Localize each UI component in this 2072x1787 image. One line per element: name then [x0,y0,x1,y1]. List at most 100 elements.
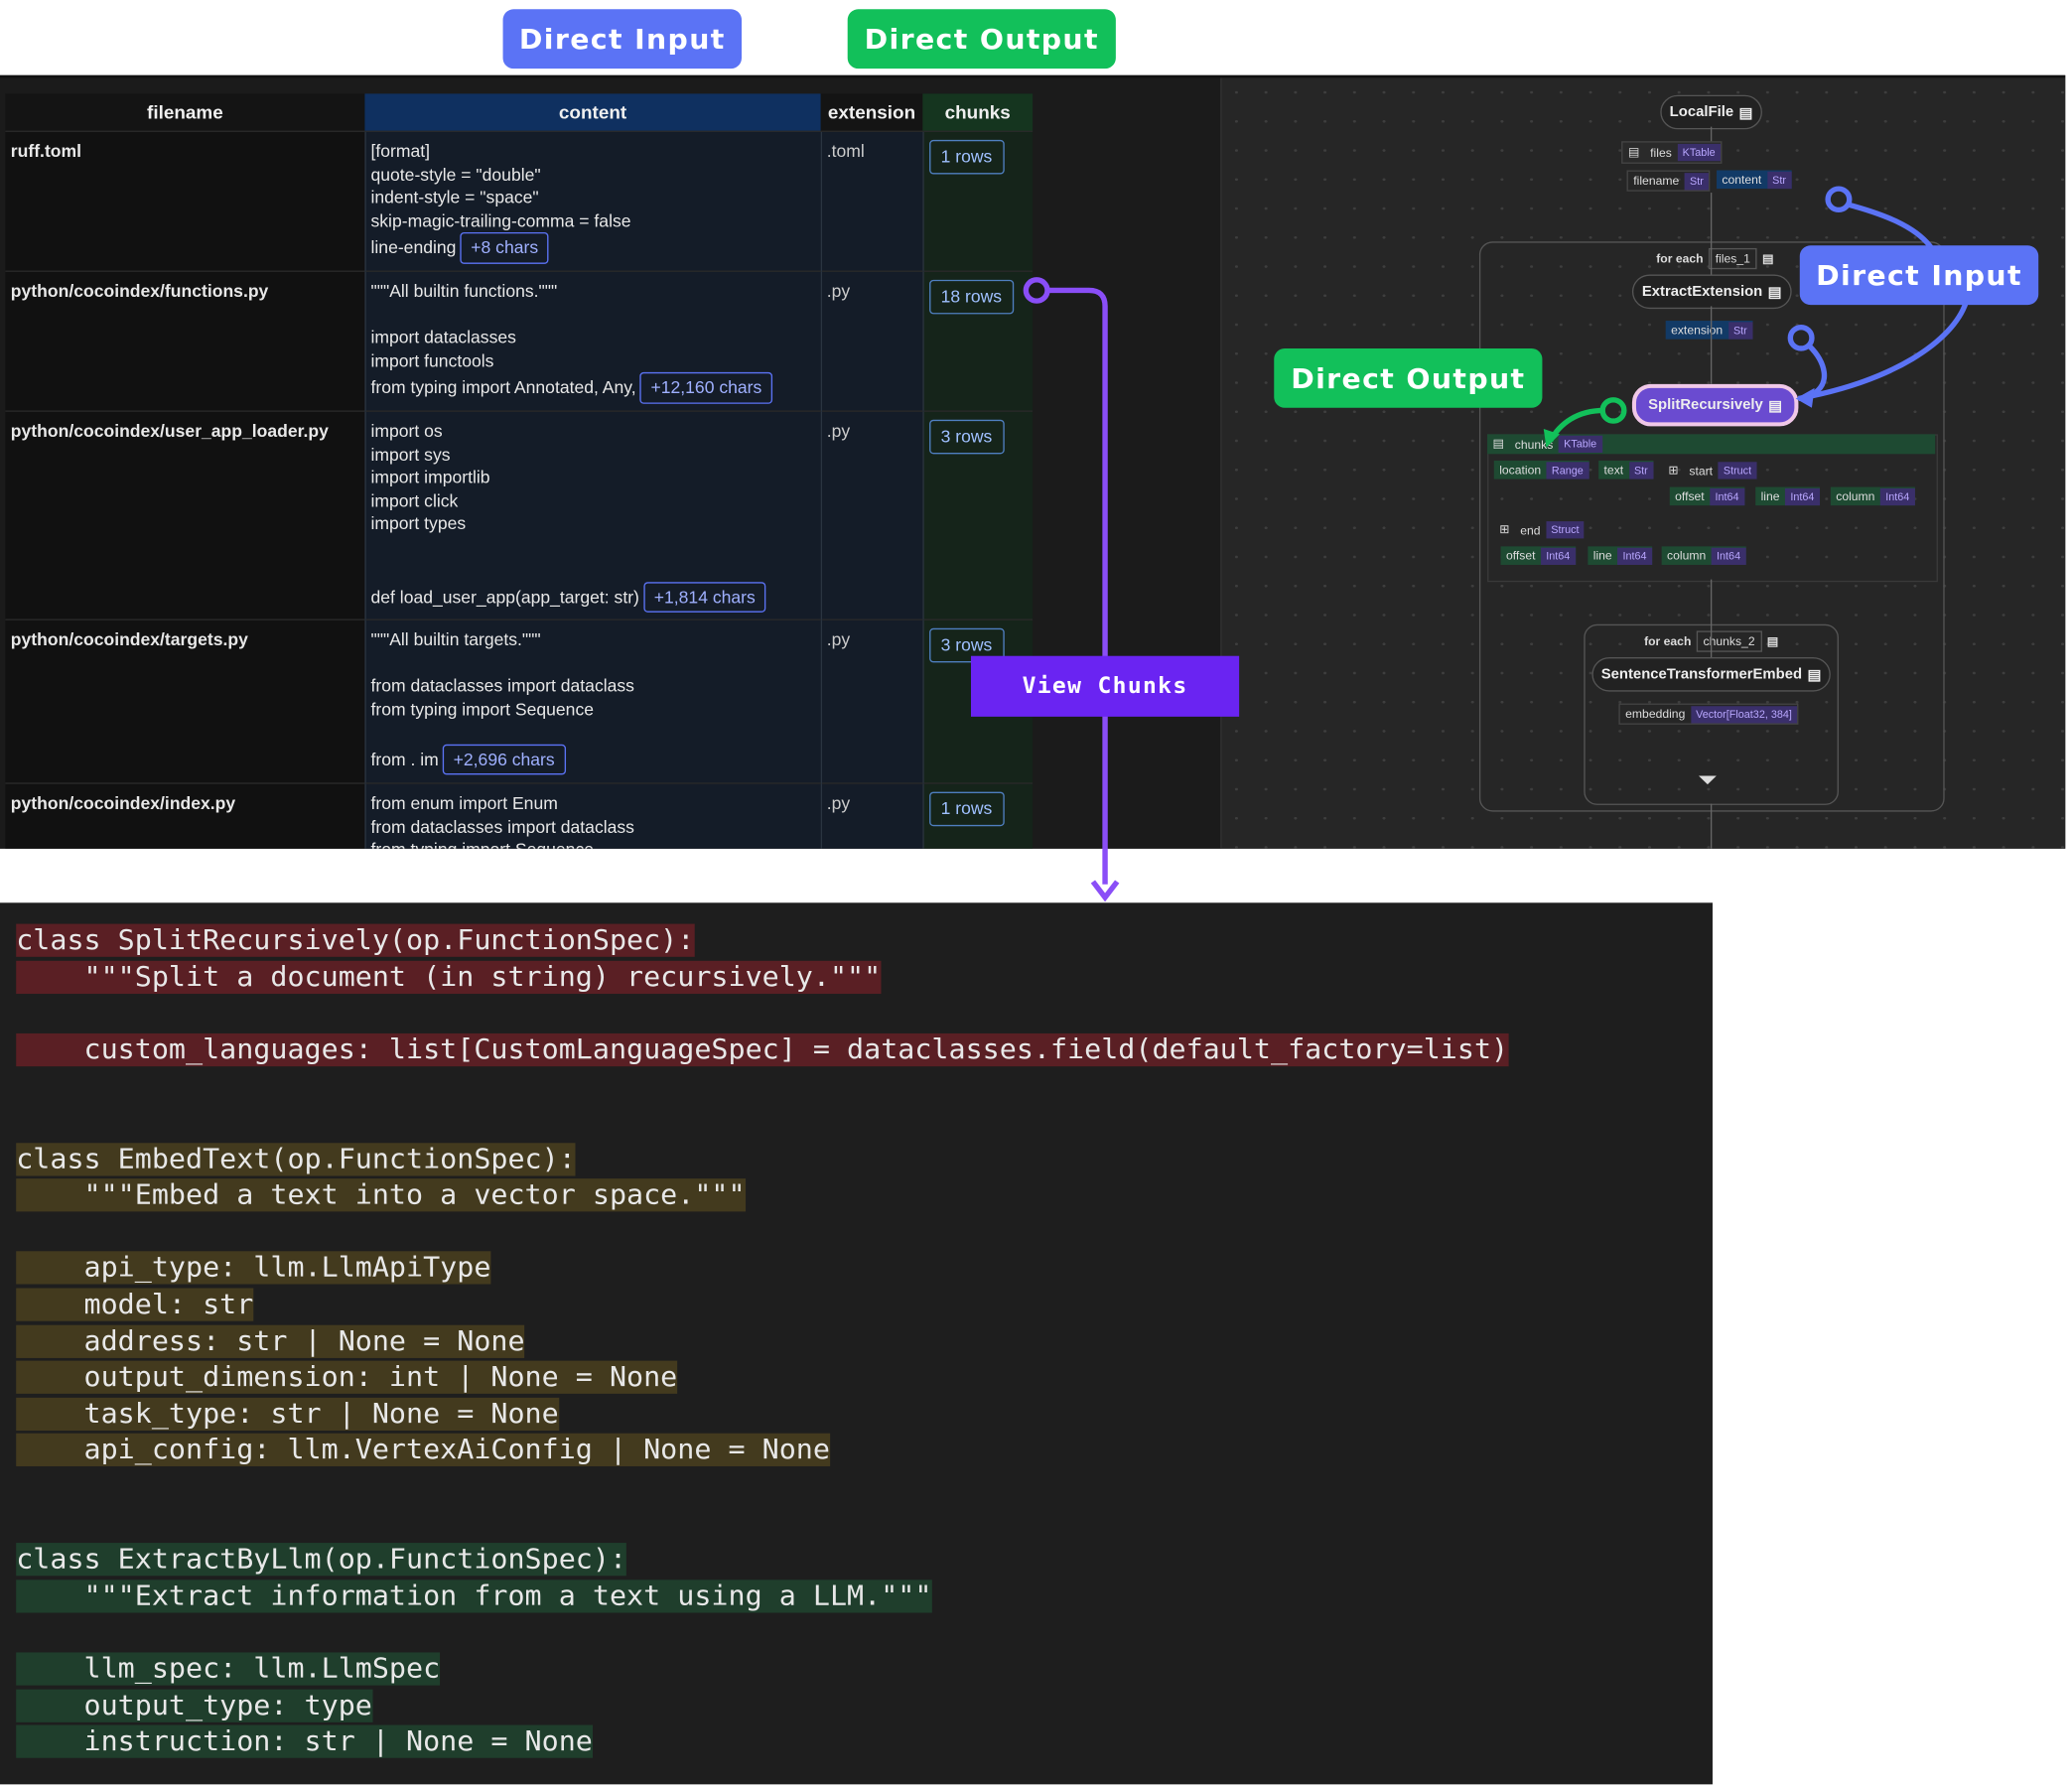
code-line: output_type: type [16,1689,372,1722]
filter-icon: ⏷ [1698,766,1718,793]
content-line: import sys [370,444,451,465]
extension-cell: .toml [820,130,923,272]
more-chars-button[interactable]: +8 chars [460,231,549,264]
content-line: import functools [370,349,494,370]
code-line: api_type: llm.LlmApiType [16,1251,491,1286]
doc-icon: ▤ [1766,633,1779,648]
table-body: ruff.toml[format]quote-style = "double"i… [5,130,1034,849]
direct-input-label-top: Direct Input [502,9,742,69]
filename-cell: python/cocoindex/index.py [5,782,365,849]
more-chars-button[interactable]: +1,814 chars [642,581,766,613]
local-file-label: LocalFile [1669,104,1734,120]
location-field: location Range [1493,460,1589,480]
line-label: line [1760,489,1780,503]
table-row[interactable]: python/cocoindex/functions.py"""All buil… [5,270,1034,412]
embedding-type: Vector[Float32, 384] [1690,705,1798,723]
line-label: line [1592,549,1612,563]
end-label: end [1520,523,1541,537]
location-label: location [1499,463,1542,477]
content-line [370,651,814,674]
chunks-cell: 1 rows [921,782,1034,849]
content-line: from dataclasses import dataclass [370,816,634,837]
code-panel: class SplitRecursively(op.FunctionSpec):… [0,902,1713,1785]
line-type: Int64 [1784,487,1820,505]
chunks-cell: 18 rows [921,270,1034,412]
chunks-rows-button[interactable]: 3 rows [928,419,1005,454]
code-line: address: str | None = None [16,1324,525,1358]
files-field-label: files [1650,145,1672,160]
location-type: Range [1546,461,1589,479]
content-line [370,535,814,558]
text-label: text [1603,463,1624,477]
content-last-line: from typing import Annotated, Any,+12,16… [370,371,814,404]
code-line: api_config: llm.VertexAiConfig | None = … [16,1434,830,1467]
graph-overlay [1543,126,1969,849]
files-field-type: KTable [1677,143,1722,162]
content-line: """All builtin functions.""" [370,281,558,302]
chunks-field-type: KTable [1558,435,1602,453]
content-field: content Str [1717,170,1792,190]
split-recursively-node[interactable]: SplitRecursively▤ [1631,383,1799,427]
code-line: model: str [16,1288,254,1321]
column-header-extension[interactable]: extension [820,93,923,132]
start-label: start [1689,464,1714,478]
table-row[interactable]: ruff.toml[format]quote-style = "double"i… [5,130,1034,272]
column-header-content[interactable]: content [364,93,821,132]
content-line: from typing import Sequence [370,838,814,848]
filename-cell: python/cocoindex/targets.py [5,619,365,783]
direct-input-label-graph: Direct Input [1799,245,2039,306]
table-row[interactable]: python/cocoindex/targets.py"""All builti… [5,619,1034,783]
content-line [370,303,814,326]
content-line: import click [370,489,459,510]
local-file-node[interactable]: LocalFile▤ [1660,94,1762,130]
content-field-label: content [1722,173,1762,187]
content-line: import types [370,513,467,534]
extension-cell: .py [820,619,923,783]
content-line: skip-magic-trailing-comma = false [370,210,631,230]
sentence-transformer-node[interactable]: SentenceTransformerEmbed▤ [1591,657,1831,692]
chunks-rows-button[interactable]: 1 rows [928,791,1005,826]
filename-field-type: Str [1684,172,1710,190]
code-line: llm_spec: llm.LlmSpec [16,1652,441,1686]
chunks-rows-button[interactable]: 1 rows [928,139,1005,174]
chunks-field-label: chunks [1514,437,1554,451]
chunks-2-label: chunks_2 [1696,630,1762,652]
split-recursively-label: SplitRecursively [1648,397,1763,414]
chunks-rows-button[interactable]: 18 rows [928,279,1015,314]
code-line: instruction: str | None = None [16,1724,593,1759]
column-header-chunks[interactable]: chunks [922,93,1034,132]
content-line: def load_user_app(app_target: str) [370,586,639,607]
sentence-transformer-label: SentenceTransformerEmbed [1600,666,1803,683]
code-line: class EmbedText(op.FunctionSpec): [16,1142,576,1175]
extract-extension-node[interactable]: ExtractExtension▤ [1631,274,1792,310]
content-line: from . im [370,749,439,769]
content-field-type: Str [1766,171,1792,189]
more-chars-button[interactable]: +12,160 chars [639,371,773,404]
direct-output-label-graph: Direct Output [1274,347,1543,408]
for-each-text: for each [1644,634,1692,648]
content-last-line: from . im+2,696 chars [370,744,814,775]
content-line: import importlib [370,467,490,487]
content-cell: [format]quote-style = "double"indent-sty… [363,130,821,272]
content-line: line-ending [370,237,457,258]
content-line: """All builtin targets.""" [370,629,541,650]
code-line: task_type: str | None = None [16,1397,559,1431]
content-line: [format] [370,141,431,162]
chunks-rows-button[interactable]: 3 rows [928,627,1005,662]
view-chunks-label[interactable]: View Chunks [970,655,1240,717]
column-header-filename[interactable]: filename [5,93,365,132]
content-line [370,721,814,744]
struct-icon: ⊞ [1499,522,1510,536]
code-line: """Embed a text into a vector space.""" [16,1178,746,1212]
more-chars-button[interactable]: +2,696 chars [442,744,566,775]
